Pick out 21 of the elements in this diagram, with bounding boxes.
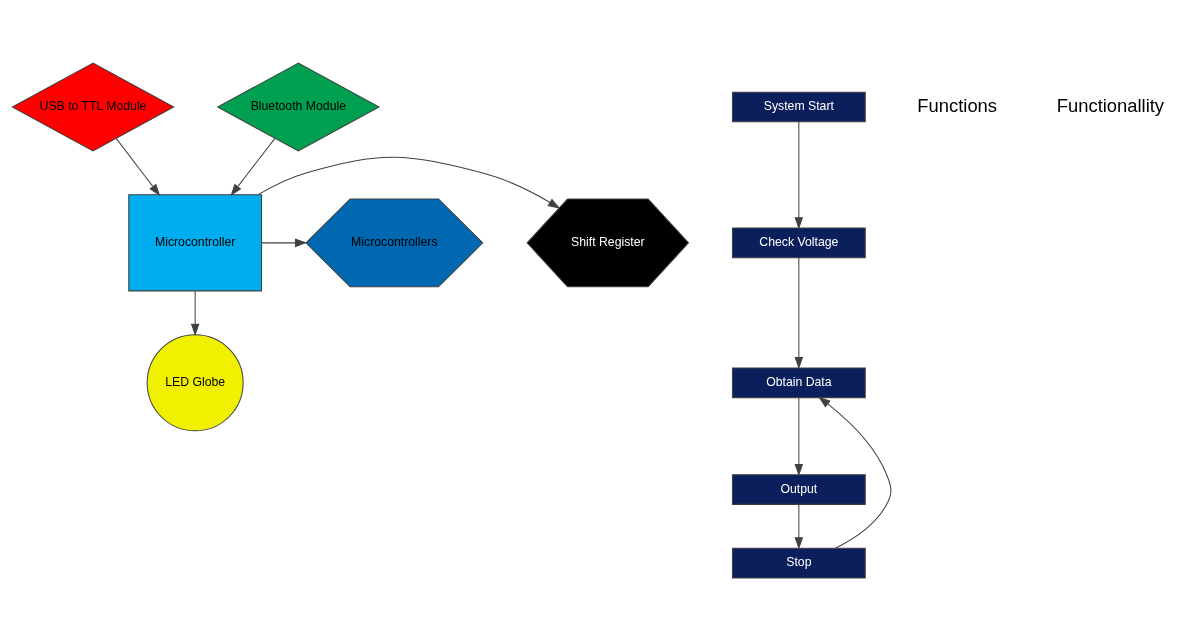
arrow [794,503,804,550]
arrow [257,156,561,209]
arrow [115,137,161,196]
node-box: Stop [731,547,866,578]
arrow [794,396,804,476]
node-circle: LED Globe [146,333,244,431]
node-box: Obtain Data [731,367,866,398]
arrow [230,137,276,196]
arrow [261,238,308,247]
node-diamond: USB to TTL Module [11,62,175,151]
arrow [794,256,804,369]
node-box: Output [731,473,866,505]
arrow [794,120,804,229]
label: Functions [917,94,998,115]
node-box: Microcontroller [128,193,263,291]
label: Functionallity [1056,94,1165,115]
arrow [190,289,200,336]
node-box: System Start [731,91,866,122]
node-box: Check Voltage [731,227,866,258]
node-diamond: Bluetooth Module [216,62,381,151]
arrow [818,396,892,549]
